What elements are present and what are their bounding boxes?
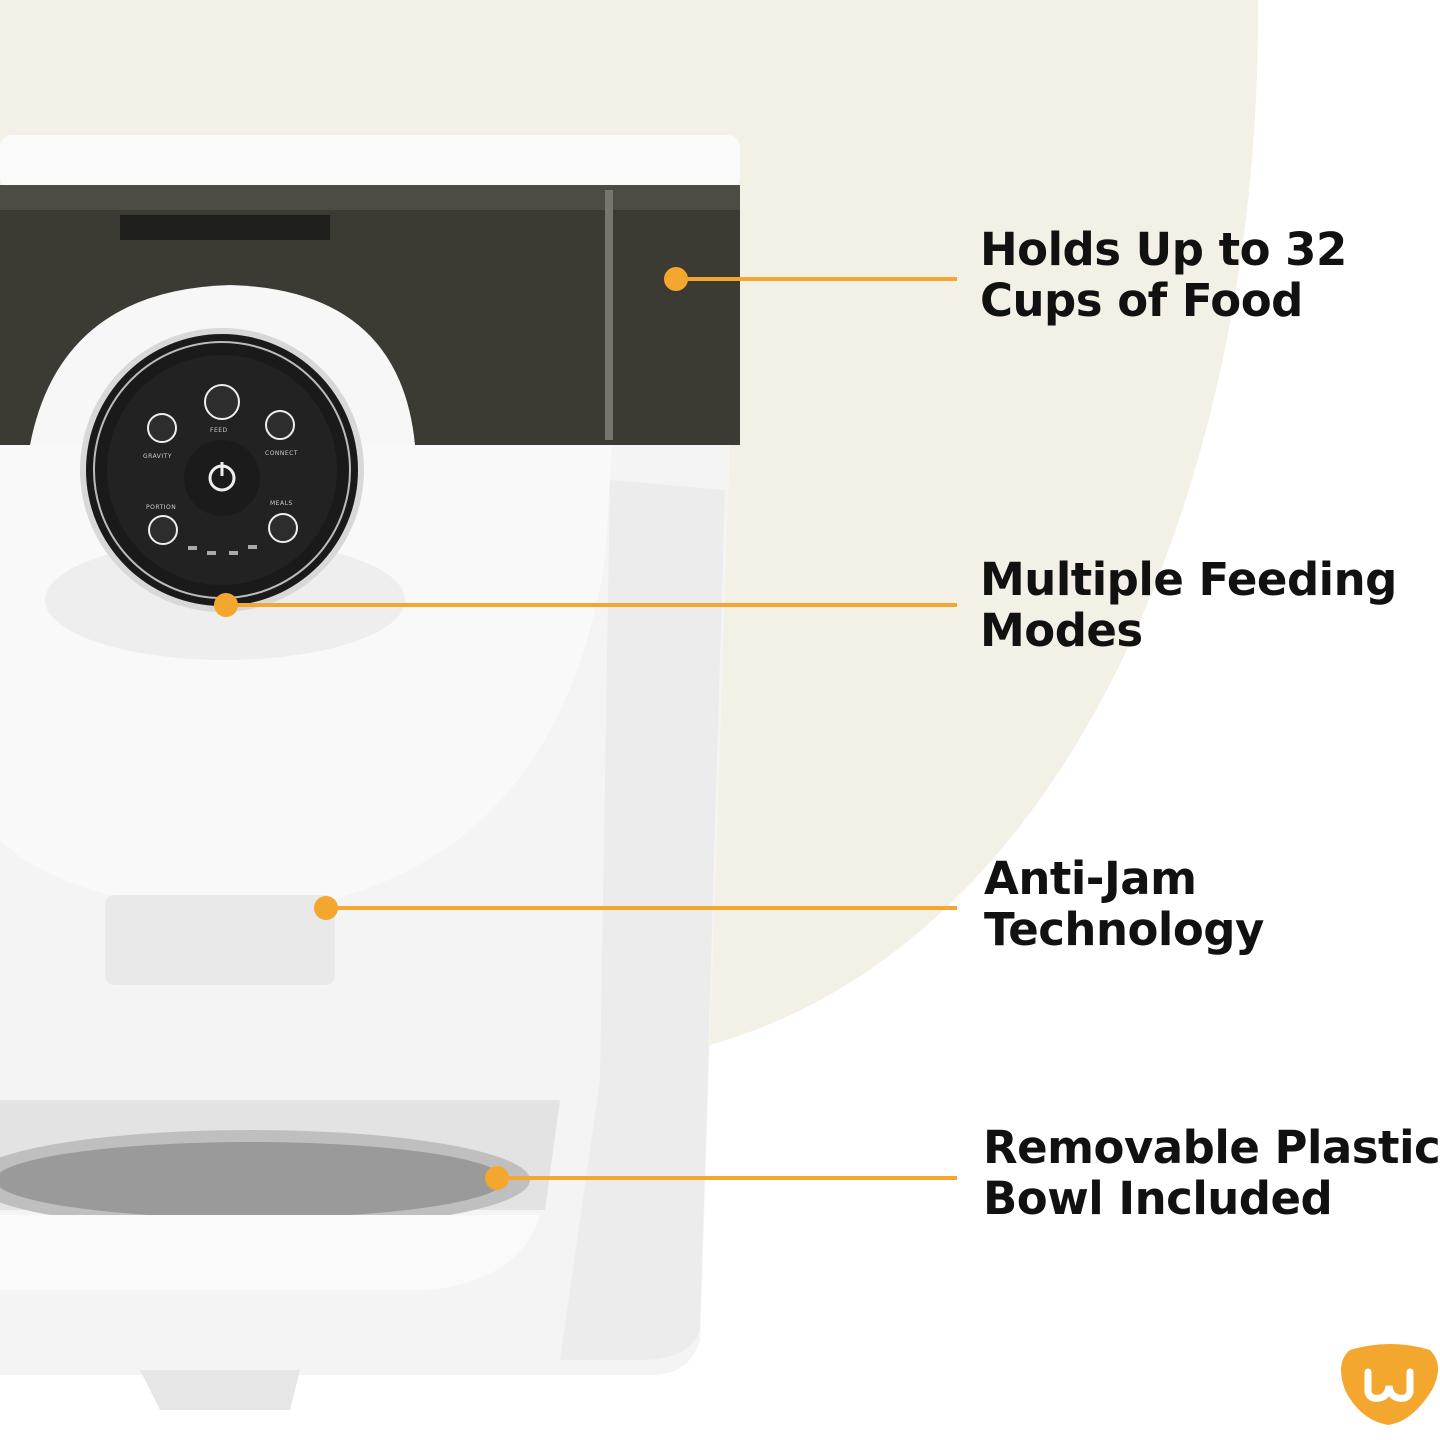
callout-text: Technology: [984, 903, 1264, 956]
meals-label: MEALS: [270, 500, 293, 507]
pet-feeder-image: [0, 135, 740, 1410]
callout-text: Removable Plastic: [983, 1121, 1440, 1174]
callout-text: Cups of Food: [980, 274, 1303, 327]
callout-dot-antijam: [314, 896, 338, 920]
meals-button[interactable]: [268, 513, 298, 543]
feed-label: FEED: [210, 427, 228, 434]
power-button[interactable]: [208, 462, 236, 492]
gravity-button[interactable]: [147, 413, 177, 443]
callout-dot-modes: [214, 593, 238, 617]
feed-button[interactable]: [204, 384, 240, 420]
portion-label: PORTION: [146, 504, 176, 511]
gravity-label: GRAVITY: [143, 453, 172, 460]
callout-text: Anti-Jam: [984, 852, 1197, 905]
callout-dot-capacity: [664, 267, 688, 291]
callout-text: Bowl Included: [983, 1172, 1333, 1225]
connect-label: CONNECT: [265, 450, 298, 457]
connect-button[interactable]: [265, 410, 295, 440]
portion-indicators: [188, 545, 257, 555]
callout-dot-bowl: [485, 1166, 509, 1190]
callout-text: Modes: [980, 604, 1143, 657]
callout-feeding-modes: Multiple Feeding Modes: [980, 554, 1397, 656]
callout-bowl: Removable Plastic Bowl Included: [983, 1122, 1440, 1224]
callout-capacity: Holds Up to 32 Cups of Food: [980, 224, 1347, 326]
callout-anti-jam: Anti-Jam Technology: [984, 853, 1264, 955]
callout-text: Multiple Feeding: [980, 553, 1397, 606]
callout-text: Holds Up to 32: [980, 223, 1347, 276]
portion-button[interactable]: [148, 515, 178, 545]
control-panel: FEED GRAVITY CONNECT PORTION MEALS: [80, 328, 364, 612]
brand-logo-icon: [1341, 1344, 1439, 1425]
